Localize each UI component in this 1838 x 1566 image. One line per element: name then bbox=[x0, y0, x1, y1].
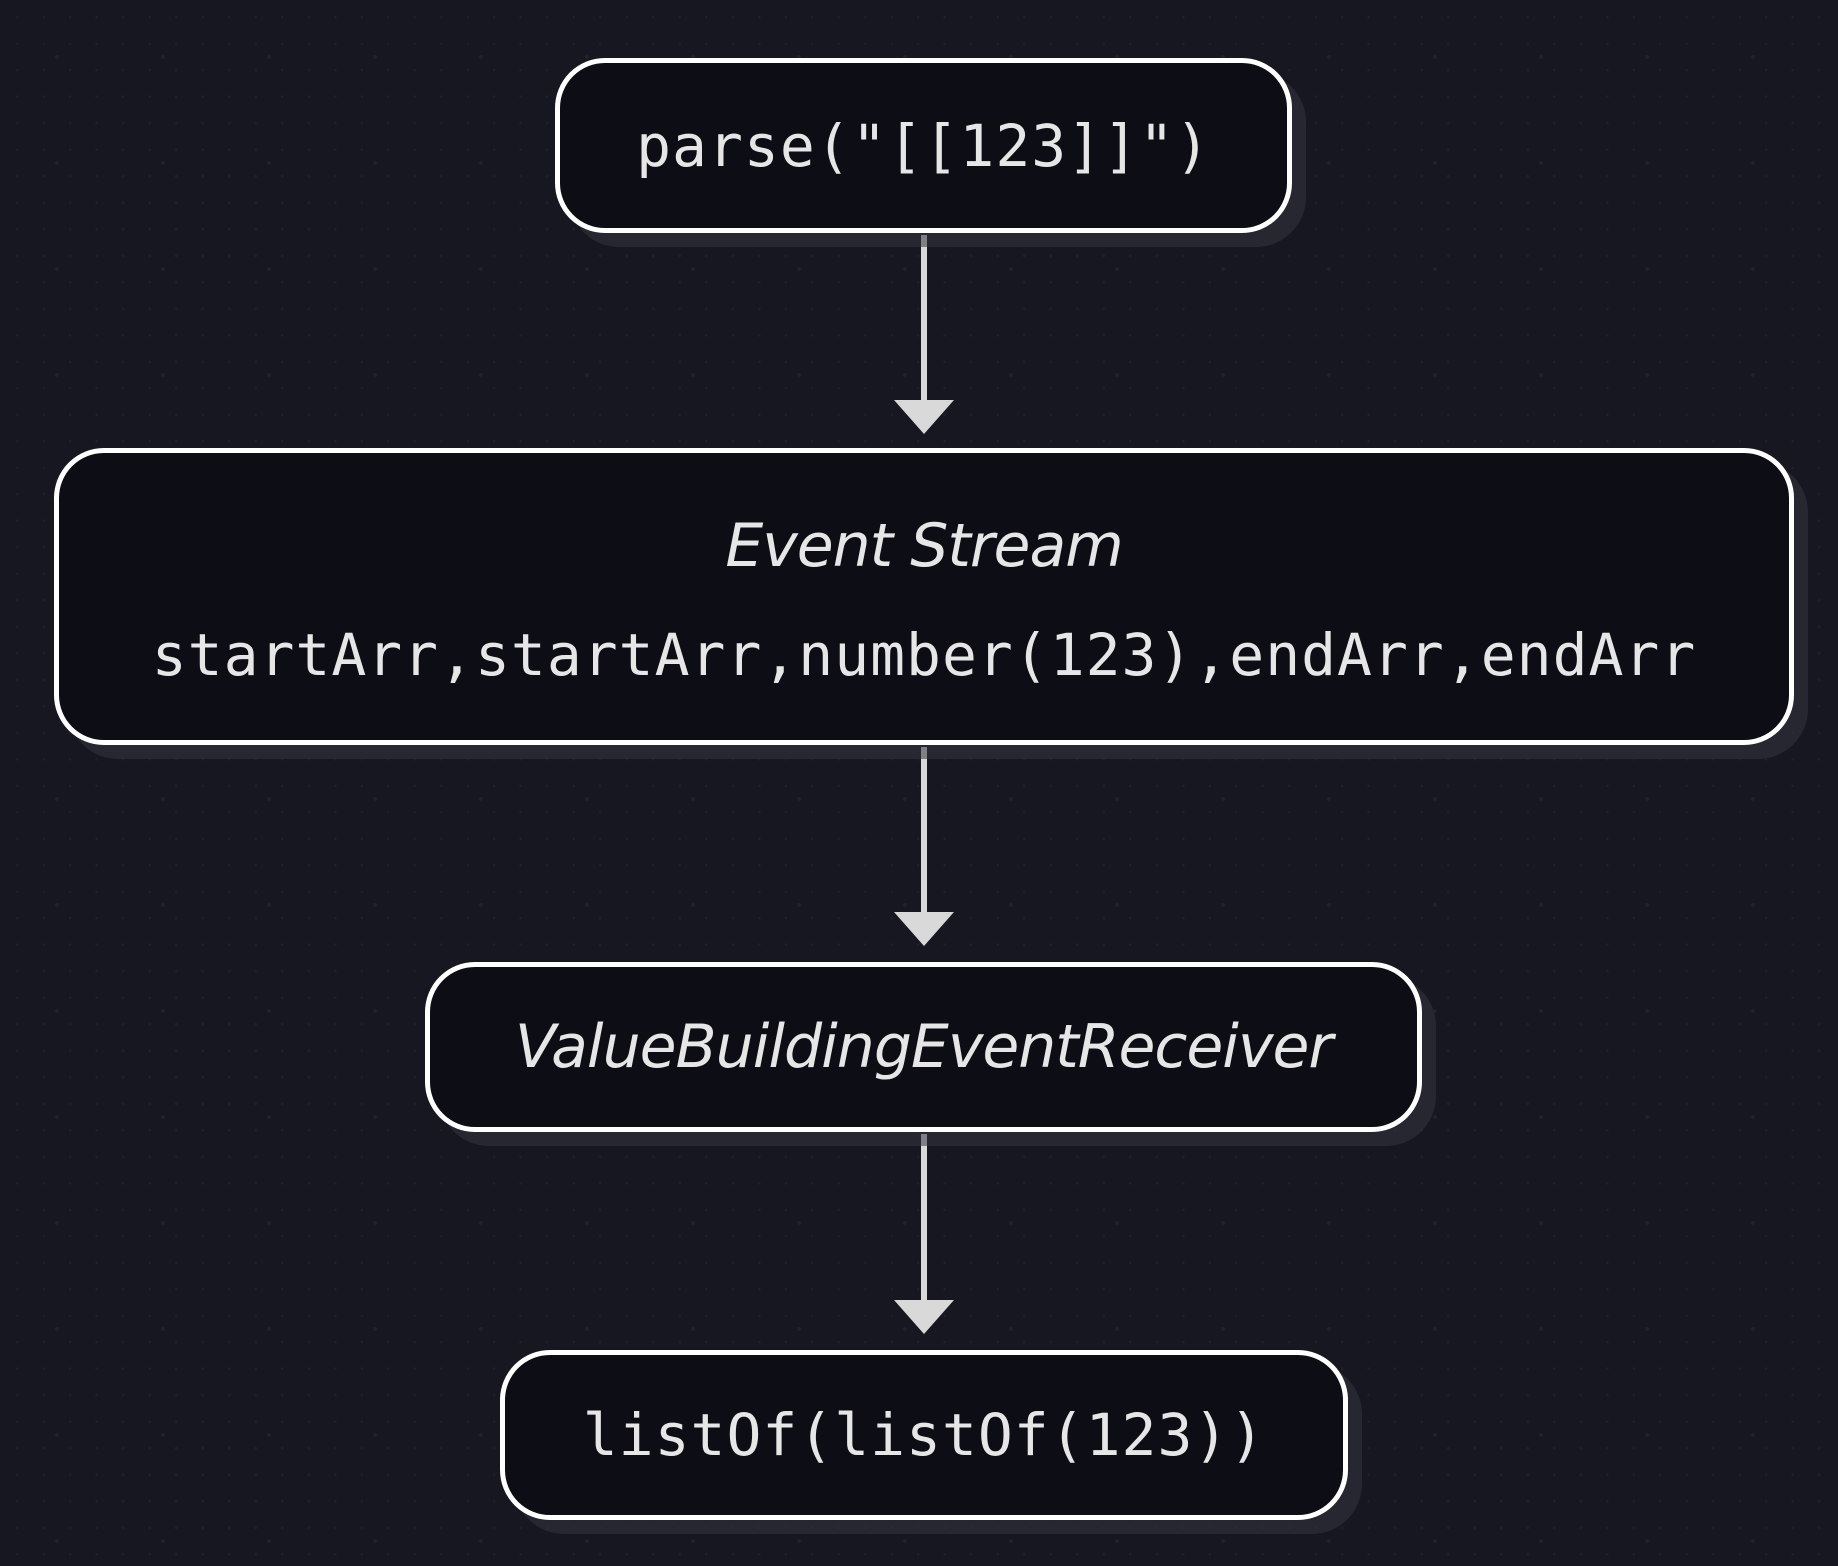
edge-parse-to-stream bbox=[894, 235, 954, 434]
node-label: listOf(listOf(123)) bbox=[582, 1401, 1266, 1469]
edge-stream-to-receiver bbox=[894, 747, 954, 946]
arrowhead-icon bbox=[894, 1300, 954, 1334]
node-event-stream: Event Stream startArr,startArr,number(12… bbox=[54, 448, 1794, 745]
node-title: Event Stream bbox=[725, 510, 1123, 581]
arrowhead-icon bbox=[894, 912, 954, 946]
node-label: ValueBuildingEventReceiver bbox=[514, 1012, 1333, 1082]
node-label: startArr,startArr,number(123),endArr,end… bbox=[151, 620, 1697, 689]
node-result: listOf(listOf(123)) bbox=[500, 1350, 1348, 1520]
node-label: parse("[[123]]") bbox=[636, 111, 1211, 180]
edge-receiver-to-result bbox=[894, 1134, 954, 1334]
arrowhead-icon bbox=[894, 400, 954, 434]
node-value-building-receiver: ValueBuildingEventReceiver bbox=[425, 962, 1422, 1132]
node-parse-call: parse("[[123]]") bbox=[555, 58, 1292, 233]
